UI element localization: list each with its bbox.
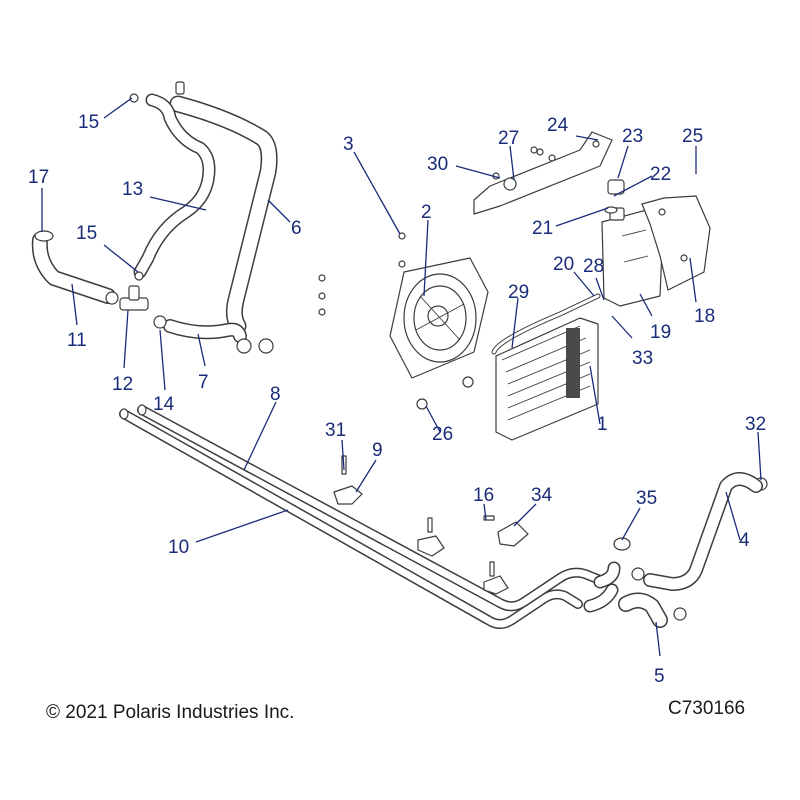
hose-elbow bbox=[163, 319, 247, 343]
callout-21: 21 bbox=[532, 218, 553, 239]
copyright-notice: © 2021 Polaris Industries Inc. bbox=[46, 702, 295, 723]
callout-27: 27 bbox=[498, 128, 519, 149]
callout-leaders bbox=[41, 97, 762, 657]
callout-11: 11 bbox=[67, 330, 87, 351]
callout-4: 4 bbox=[739, 530, 750, 551]
reservoir-cap bbox=[604, 179, 625, 214]
coolant-tube-lower bbox=[119, 409, 583, 629]
cooling-fan-assembly bbox=[318, 232, 489, 410]
callout-labels: 1 2 3 4 5 6 7 8 9 10 11 12 13 14 15 15 1… bbox=[28, 112, 766, 687]
callout-2: 2 bbox=[421, 202, 432, 223]
callout-20: 20 bbox=[553, 254, 574, 275]
callout-1: 1 bbox=[597, 414, 608, 435]
callout-30: 30 bbox=[427, 154, 448, 175]
callout-10: 10 bbox=[168, 537, 189, 558]
coolant-tube-upper bbox=[137, 405, 605, 612]
callout-18: 18 bbox=[694, 306, 715, 327]
front-hose bbox=[643, 472, 763, 591]
tube-clamps bbox=[333, 455, 631, 595]
hose-clamps bbox=[34, 93, 768, 621]
callout-19: 19 bbox=[650, 322, 671, 343]
callout-9: 9 bbox=[372, 440, 383, 461]
callout-3: 3 bbox=[343, 134, 354, 155]
callout-28: 28 bbox=[583, 256, 604, 277]
callout-26: 26 bbox=[432, 424, 453, 445]
coolant-reservoir bbox=[601, 207, 663, 307]
callout-22: 22 bbox=[650, 164, 671, 185]
bypass-hose bbox=[133, 93, 216, 279]
callout-13: 13 bbox=[122, 179, 143, 200]
callout-7: 7 bbox=[198, 372, 209, 393]
hose-left bbox=[31, 232, 116, 304]
callout-35: 35 bbox=[636, 488, 657, 509]
tube-ends bbox=[119, 404, 621, 613]
mounting-bracket bbox=[473, 131, 613, 215]
callout-16: 16 bbox=[473, 485, 494, 506]
callout-6: 6 bbox=[291, 218, 302, 239]
radiator bbox=[491, 293, 601, 441]
reservoir-bracket bbox=[641, 195, 711, 291]
callout-17: 17 bbox=[28, 167, 49, 188]
callout-23: 23 bbox=[622, 126, 643, 147]
callout-24: 24 bbox=[547, 115, 569, 136]
callout-32: 32 bbox=[745, 414, 766, 435]
upper-hose bbox=[169, 81, 278, 335]
callout-5: 5 bbox=[654, 666, 665, 687]
lower-hose bbox=[618, 592, 668, 628]
drawing-number: C730166 bbox=[668, 698, 746, 719]
callout-29: 29 bbox=[508, 282, 529, 303]
callout-34: 34 bbox=[531, 485, 553, 506]
callout-33: 33 bbox=[632, 348, 653, 369]
tee-fitting bbox=[119, 285, 149, 311]
callout-25: 25 bbox=[682, 126, 703, 147]
callout-12: 12 bbox=[112, 374, 133, 395]
callout-8: 8 bbox=[270, 384, 281, 405]
callout-15a: 15 bbox=[78, 112, 99, 133]
bracket-hardware bbox=[492, 146, 538, 191]
callout-31: 31 bbox=[325, 420, 346, 441]
callout-15b: 15 bbox=[76, 223, 97, 244]
callout-14: 14 bbox=[153, 394, 175, 415]
